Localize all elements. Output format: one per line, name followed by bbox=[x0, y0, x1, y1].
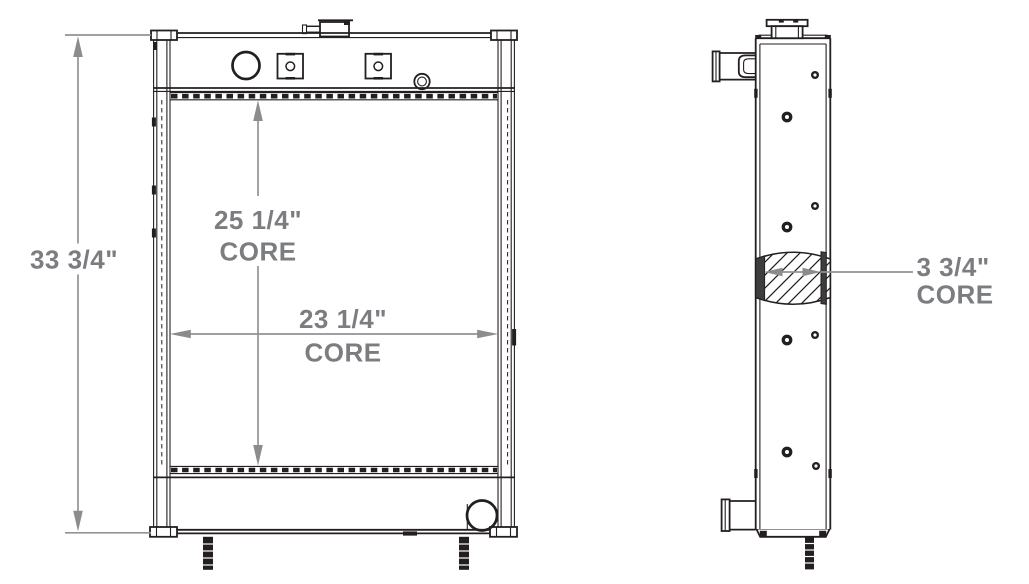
arrowhead-right bbox=[477, 329, 499, 339]
bracket-tab bbox=[285, 52, 296, 56]
front-side-channels bbox=[151, 40, 517, 527]
core-bottom-seam bbox=[170, 465, 498, 475]
arrowhead-left bbox=[764, 267, 783, 277]
core-width-label: CORE bbox=[304, 338, 381, 368]
bracket-body bbox=[276, 52, 304, 80]
side-upper-outlet bbox=[711, 50, 756, 83]
cap-tick bbox=[793, 19, 799, 23]
bolt-hole-center bbox=[785, 115, 789, 119]
tank-joint-notch bbox=[754, 88, 758, 98]
core-depth-label: CORE bbox=[917, 280, 994, 310]
core-depth-text: 3 3/4" bbox=[917, 252, 990, 282]
filler-cap-flange bbox=[765, 18, 809, 28]
core-tube-strip-left bbox=[755, 255, 766, 302]
bolt-hole-center bbox=[813, 204, 817, 208]
side-bolt-holes bbox=[781, 71, 820, 470]
dimension-overall-height: 33 3/4" bbox=[30, 34, 151, 534]
arrowhead-left bbox=[169, 329, 191, 339]
outlet-inner-bracket bbox=[737, 54, 756, 79]
bottom-corner-cap-right bbox=[489, 526, 518, 538]
weld-mark bbox=[151, 117, 156, 127]
core-height-label: CORE bbox=[219, 237, 296, 267]
bracket-hole bbox=[285, 61, 296, 72]
bracket-tab bbox=[285, 77, 296, 80]
front-view bbox=[149, 19, 518, 570]
bracket-body bbox=[364, 52, 392, 80]
core-top-seam bbox=[170, 92, 498, 101]
bracket-tab bbox=[373, 52, 384, 56]
filler-opening-circle bbox=[231, 50, 261, 81]
weld-mark bbox=[512, 329, 517, 346]
bottom-tab-mark bbox=[403, 531, 417, 536]
bottom-corner-cap-left bbox=[149, 526, 178, 538]
front-mounting-studs bbox=[203, 536, 469, 570]
port-inner-circle bbox=[417, 76, 427, 87]
foot-mark bbox=[759, 530, 767, 536]
mounting-bracket-right bbox=[364, 52, 392, 80]
bolt-hole-center bbox=[785, 338, 789, 342]
side-view bbox=[711, 18, 832, 570]
mounting-stud-right bbox=[459, 536, 469, 570]
port-outer-circle bbox=[413, 72, 431, 91]
side-bottom bbox=[755, 528, 831, 570]
front-filler-neck bbox=[301, 19, 353, 38]
mounting-stud-left bbox=[203, 536, 213, 570]
outlet-inner-bracket-2 bbox=[743, 58, 756, 75]
top-corner-cap-left bbox=[150, 29, 178, 41]
arrowhead-up bbox=[73, 36, 83, 57]
foot-mark bbox=[819, 530, 827, 536]
weld-mark bbox=[153, 42, 157, 50]
side-core-section bbox=[754, 251, 832, 305]
bolt-hole-center bbox=[785, 225, 789, 229]
tank-joint-notch bbox=[754, 469, 758, 478]
filler-neck-detail bbox=[344, 20, 350, 25]
arrowhead-up bbox=[253, 100, 263, 121]
side-lower-outlet bbox=[720, 498, 756, 532]
dimension-core-width: 23 1/4" CORE bbox=[169, 304, 499, 368]
mounting-bracket-left bbox=[276, 52, 304, 80]
arrowhead-right bbox=[802, 267, 821, 277]
bracket-tab bbox=[373, 77, 384, 80]
weld-mark bbox=[151, 185, 156, 195]
corner-tick bbox=[824, 35, 831, 39]
core-tube-strip-right bbox=[820, 251, 827, 305]
front-top-tank bbox=[150, 29, 518, 92]
arrowhead-down bbox=[73, 510, 83, 532]
mounting-stud bbox=[805, 536, 814, 570]
overall-height-text: 33 3/4" bbox=[30, 245, 118, 275]
tank-joint-notch bbox=[828, 469, 832, 478]
cap-tick bbox=[778, 19, 784, 23]
front-bottom-tank bbox=[149, 476, 518, 538]
weld-mark bbox=[151, 228, 156, 238]
arrowhead-down bbox=[253, 445, 263, 466]
bolt-hole-center bbox=[785, 450, 789, 454]
dimension-core-depth: 3 3/4" CORE bbox=[764, 252, 994, 310]
bolt-hole-center bbox=[813, 333, 817, 337]
top-corner-cap-right bbox=[490, 29, 518, 41]
bolt-hole-center bbox=[813, 73, 817, 77]
core-height-text: 25 1/4" bbox=[214, 205, 302, 235]
tank-joint-notch bbox=[828, 88, 832, 98]
side-filler-neck bbox=[765, 18, 809, 40]
bracket-hole bbox=[373, 61, 384, 72]
core-section-hatch bbox=[754, 251, 832, 305]
dimension-core-height: 25 1/4" CORE bbox=[214, 100, 302, 466]
core-width-text: 23 1/4" bbox=[299, 304, 387, 334]
corner-tick bbox=[755, 35, 762, 39]
bolt-hole-center bbox=[814, 464, 818, 468]
drain-port-circle bbox=[465, 499, 499, 532]
filler-neck-body bbox=[770, 25, 804, 40]
bottom-plate bbox=[755, 529, 831, 538]
